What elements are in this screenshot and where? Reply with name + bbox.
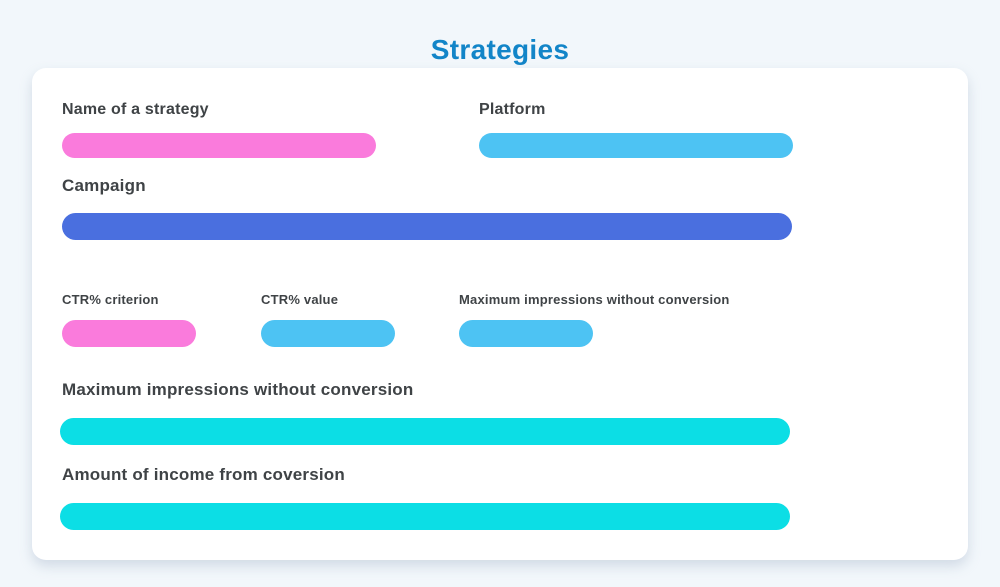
- ctr-criterion-label: CTR% criterion: [62, 292, 159, 307]
- max-impressions-small-label: Maximum impressions without conversion: [459, 292, 730, 307]
- strategy-form-card: Name of a strategy Platform Campaign CTR…: [32, 68, 968, 560]
- strategy-name-label: Name of a strategy: [62, 101, 209, 118]
- campaign-label: Campaign: [62, 176, 146, 195]
- max-impressions-label: Maximum impressions without conversion: [62, 380, 414, 399]
- platform-field[interactable]: [479, 133, 793, 158]
- ctr-value-field[interactable]: [261, 320, 395, 347]
- income-label: Amount of income from coversion: [62, 465, 345, 484]
- campaign-field[interactable]: [62, 213, 792, 240]
- strategy-name-field[interactable]: [62, 133, 376, 158]
- max-impressions-small-field[interactable]: [459, 320, 593, 347]
- ctr-criterion-field[interactable]: [62, 320, 196, 347]
- max-impressions-field[interactable]: [60, 418, 790, 445]
- income-field[interactable]: [60, 503, 790, 530]
- page-title: Strategies: [430, 33, 570, 65]
- platform-label: Platform: [479, 101, 546, 118]
- ctr-value-label: CTR% value: [261, 292, 339, 307]
